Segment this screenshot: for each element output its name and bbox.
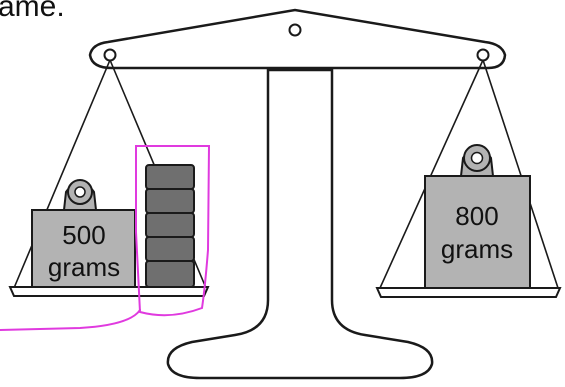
pivot-hole: [288, 23, 302, 37]
left-hanger-hole: [103, 48, 117, 62]
left-pan: [8, 286, 210, 297]
left-weight-value: 500: [62, 220, 105, 250]
small-weight: [145, 164, 195, 190]
left-weight-body: [31, 209, 136, 288]
right-weight-unit: grams: [441, 234, 513, 264]
small-weight: [145, 260, 195, 288]
right-hanger-hole: [476, 48, 490, 62]
cropped-heading-text: ame.: [0, 0, 65, 23]
left-weight-block: 500 grams: [31, 179, 136, 288]
highlight-annotation: [0, 145, 211, 331]
right-weight-block: 800 grams: [424, 144, 531, 289]
scale-beam: [88, 8, 507, 70]
scale-stand: [166, 68, 434, 380]
small-weights-stack: [145, 164, 195, 288]
small-weight: [145, 188, 195, 214]
small-weight: [145, 212, 195, 238]
right-pan: [375, 287, 562, 298]
right-weight-body: [424, 175, 531, 289]
left-weight-unit: grams: [48, 252, 120, 282]
right-hanger-strings: [379, 59, 559, 289]
right-weight-value: 800: [455, 201, 498, 231]
small-weight: [145, 236, 195, 262]
